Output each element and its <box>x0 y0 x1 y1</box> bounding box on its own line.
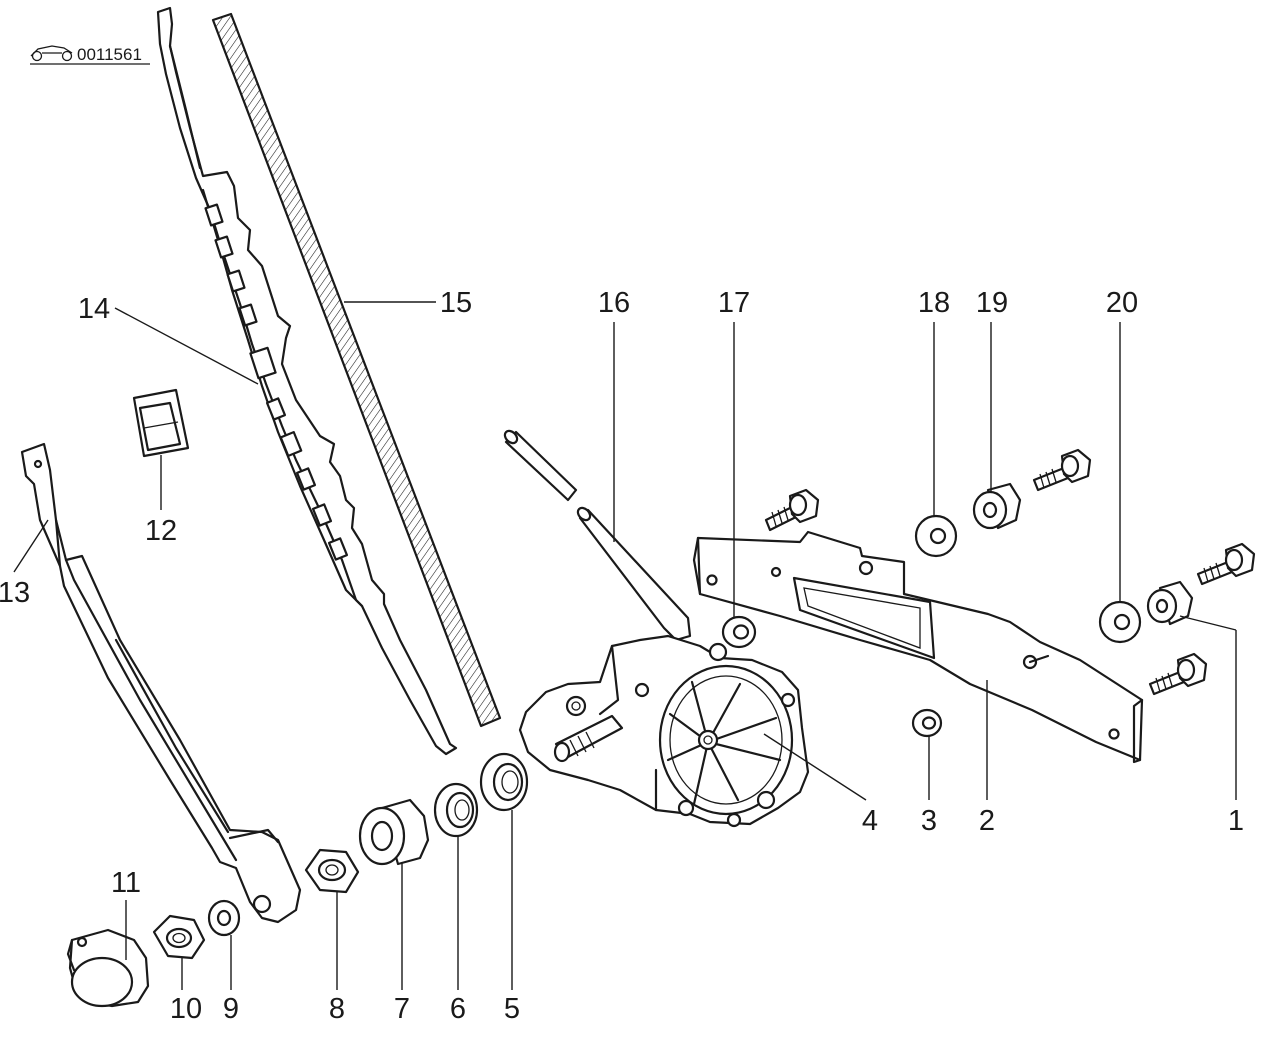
part-9-washer <box>207 899 241 937</box>
callout-6: 6 <box>450 993 466 1025</box>
callout-1: 1 <box>1228 805 1244 837</box>
part-4-motor-gearbox <box>518 634 810 828</box>
bolt-upper-left <box>764 488 820 532</box>
callout-20: 20 <box>1106 287 1138 319</box>
bolt-upper-right <box>1032 448 1092 492</box>
bolt-right-upper <box>1196 542 1256 586</box>
callout-11: 11 <box>111 867 141 899</box>
car-logo-icon <box>30 45 73 62</box>
figure-code-mark: 0011561 <box>30 45 150 65</box>
callout-13: 13 <box>0 577 30 609</box>
callout-3: 3 <box>921 805 937 837</box>
bolt-right-lower <box>1148 652 1208 696</box>
callout-7: 7 <box>394 993 410 1025</box>
part-11-cap <box>66 928 150 1008</box>
callout-8: 8 <box>329 993 345 1025</box>
part-17-grommet <box>721 615 757 649</box>
part-14-blade-frame <box>156 6 458 756</box>
part-19-spacer <box>972 482 1022 530</box>
callout-15: 15 <box>440 287 472 319</box>
part-6-seal <box>433 782 479 838</box>
part-20-grommet <box>1098 600 1142 644</box>
callout-9: 9 <box>223 993 239 1025</box>
callout-14: 14 <box>78 293 110 325</box>
part-8-nut <box>304 848 360 894</box>
callout-16: 16 <box>598 287 630 319</box>
callout-10: 10 <box>170 993 202 1025</box>
callout-5: 5 <box>504 993 520 1025</box>
callout-4: 4 <box>862 805 878 837</box>
callout-12: 12 <box>145 515 177 547</box>
part-7-bushing <box>358 798 430 866</box>
part-10-nut <box>152 914 206 960</box>
part-13-wiper-arm <box>20 442 302 924</box>
part-15-blade-rubber <box>211 12 502 728</box>
part-16-link-rod <box>503 429 692 642</box>
callout-2: 2 <box>979 805 995 837</box>
callout-17: 17 <box>718 287 750 319</box>
part-12-clip <box>132 388 190 458</box>
callout-19: 19 <box>976 287 1008 319</box>
part-2-bracket <box>692 530 1144 764</box>
part-5-washer <box>479 752 529 812</box>
callout-18: 18 <box>918 287 950 319</box>
part-1-spacer <box>1146 580 1194 626</box>
part-18-grommet <box>914 514 958 558</box>
leader-lines <box>13 301 1237 990</box>
part-3-grommet <box>911 708 943 738</box>
figure-code: 0011561 <box>77 45 142 64</box>
callout-labels: 1 2 3 4 5 6 7 8 9 10 11 12 13 14 15 16 1… <box>0 287 1244 1025</box>
